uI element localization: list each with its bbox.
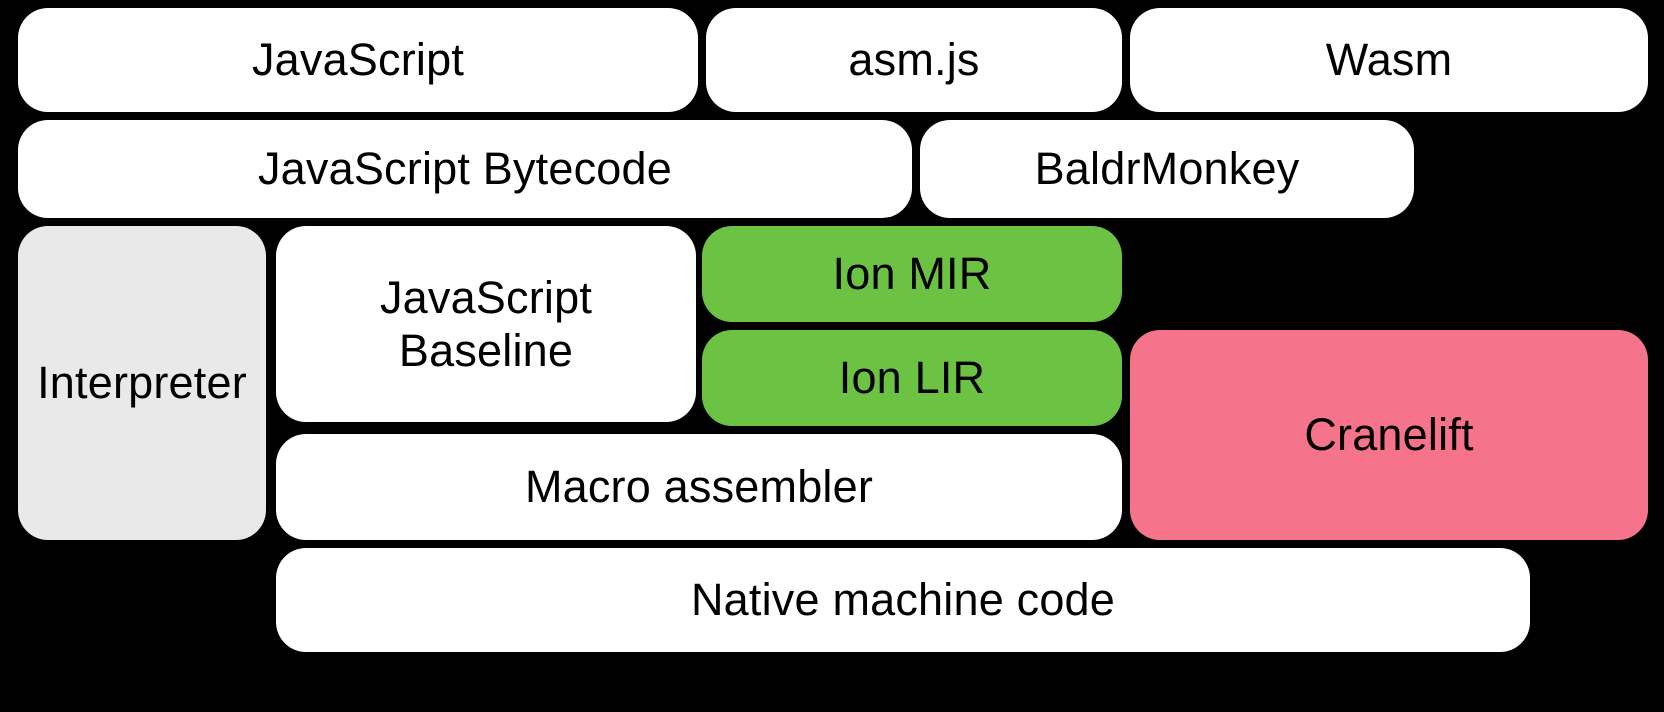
- box-javascript-bytecode: JavaScript Bytecode: [18, 120, 912, 218]
- box-javascript-baseline: JavaScript Baseline: [276, 226, 696, 422]
- box-native-machine-code: Native machine code: [276, 548, 1530, 652]
- box-macro-assembler: Macro assembler: [276, 434, 1122, 540]
- box-wasm: Wasm: [1130, 8, 1648, 112]
- box-baldrmonkey: BaldrMonkey: [920, 120, 1414, 218]
- box-interpreter: Interpreter: [18, 226, 266, 540]
- box-cranelift: Cranelift: [1130, 330, 1648, 540]
- box-ion-lir: Ion LIR: [702, 330, 1122, 426]
- box-asmjs: asm.js: [706, 8, 1122, 112]
- box-javascript: JavaScript: [18, 8, 698, 112]
- box-ion-mir: Ion MIR: [702, 226, 1122, 322]
